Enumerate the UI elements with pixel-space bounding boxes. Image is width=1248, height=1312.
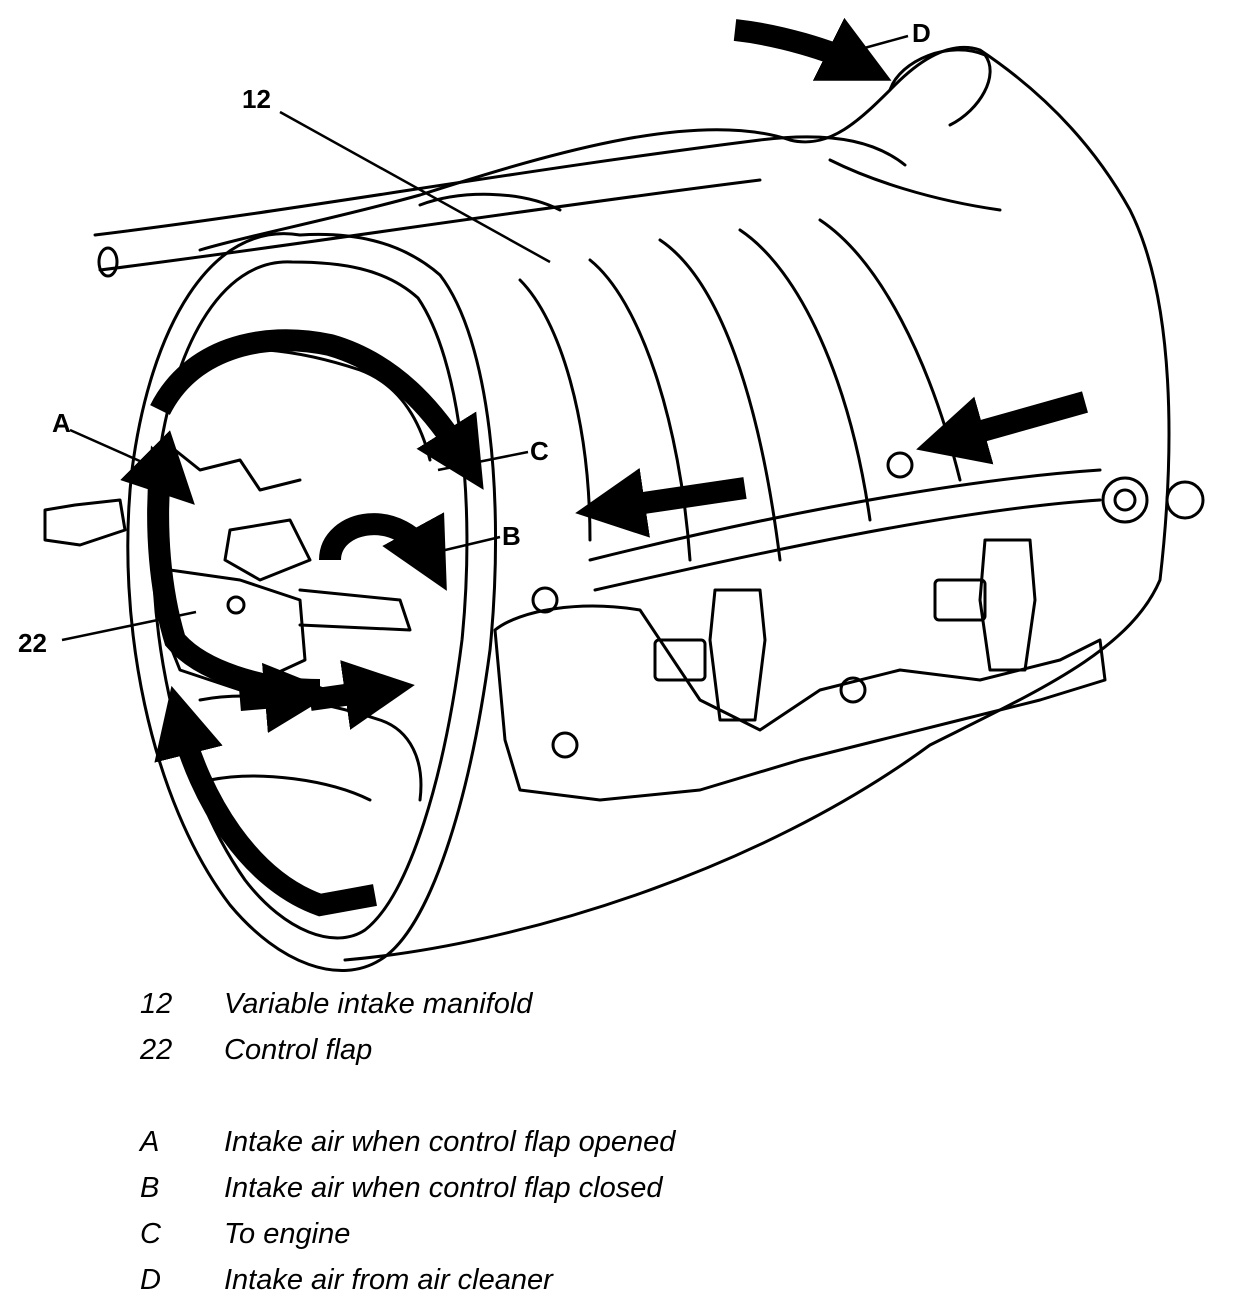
legend-text: Intake air when control flap closed	[224, 1172, 663, 1204]
legend-key: 12	[140, 988, 173, 1020]
flow-arrow-a	[150, 329, 484, 490]
legend-text: Variable intake manifold	[224, 988, 533, 1020]
flow-arrow-d	[733, 17, 892, 81]
callout-a: A	[52, 408, 71, 438]
legend-text: Intake air when control flap opened	[224, 1126, 676, 1158]
legend-key: C	[140, 1218, 161, 1250]
fuel-rail	[588, 468, 1102, 562]
callout-b: B	[502, 521, 521, 551]
callout-22: 22	[18, 628, 47, 658]
manifold-line-art	[43, 45, 1205, 973]
flow-arrow-engine-2	[916, 391, 1088, 465]
flow-arrow-flap	[239, 662, 336, 734]
injector-left	[708, 588, 767, 722]
injector-right	[978, 538, 1037, 672]
callout-d: D	[912, 18, 931, 48]
flow-arrow-bottom	[154, 685, 377, 917]
flow-arrows	[120, 17, 1088, 917]
intake-manifold-illustration: 12 A C B 22 D	[18, 17, 1205, 973]
legend-text: Control flap	[224, 1034, 373, 1066]
flow-arrow-flap-2	[308, 660, 415, 730]
legend-key: B	[140, 1172, 160, 1204]
legend-key: 22	[140, 1034, 173, 1066]
flow-arrow-engine-1	[575, 468, 747, 538]
callout-c: C	[530, 436, 549, 466]
leader-lines	[61, 34, 909, 642]
flow-arrow-b	[319, 512, 447, 591]
callout-12: 12	[242, 84, 271, 114]
legend-key: A	[140, 1126, 160, 1158]
legend-text: To engine	[224, 1218, 351, 1250]
legend-key: D	[140, 1264, 161, 1296]
legend-text: Intake air from air cleaner	[224, 1264, 553, 1296]
flow-arrow-a-lower	[120, 430, 321, 701]
